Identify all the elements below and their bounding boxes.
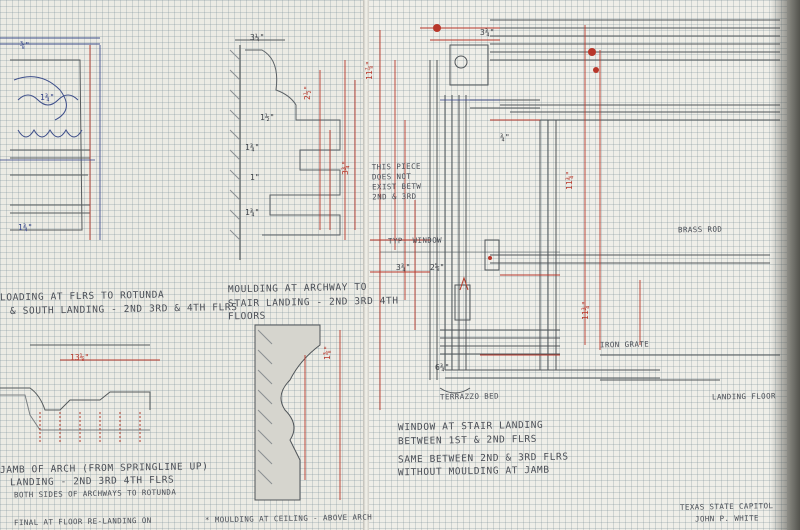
- note-window-at-stair: WINDOW AT STAIR LANDING: [397, 419, 544, 434]
- window-elevation-drawing: [380, 19, 780, 394]
- dim-label: 1¾": [40, 93, 54, 102]
- dim-label: 1¾": [245, 208, 259, 217]
- ceiling-molding-drawing: [254, 324, 321, 501]
- note-this-piece: THIS PIECE DOES NOT EXIST BETW 2ND & 3RD: [371, 161, 422, 202]
- note-landing-floor: LANDING FLOOR: [711, 391, 776, 402]
- left-drawing-sheet: [0, 0, 365, 530]
- cornice-detail-drawing: [0, 37, 100, 231]
- note-terrazzo-bed: TERRAZZO BED: [439, 391, 500, 402]
- dim-label: 6¾": [435, 363, 449, 372]
- note-without-molding: WITHOUT MOULDING AT JAMB: [397, 464, 550, 479]
- dim-label: 11¾": [565, 171, 574, 190]
- dim-label: 1¾": [18, 223, 32, 232]
- note-iron-grate: IRON GRATE: [599, 339, 650, 350]
- dim-label: 1": [250, 173, 260, 182]
- dim-label: 1½": [260, 112, 274, 122]
- dim-label: 3¾": [480, 28, 494, 37]
- dim-label: 1¾": [245, 143, 259, 152]
- photo-edge-shadow: [770, 0, 800, 530]
- dim-label: 13⅛": [70, 353, 89, 362]
- title-block-line-2: JOHN P. WHITE: [694, 513, 759, 524]
- blue-dimension-lines: [0, 45, 500, 240]
- dim-label: 11⅞": [365, 61, 374, 80]
- note-floors: FLOORS: [227, 310, 267, 323]
- dim-label: ¾": [500, 133, 510, 142]
- note-archway-molding: MOULDING AT ARCHWAY TO: [227, 281, 368, 296]
- note-brass-rod: BRASS ROD: [677, 224, 723, 235]
- archway-molding-drawing: [229, 39, 341, 260]
- dim-label: 11¾": [581, 301, 590, 320]
- jamb-profile-drawing: [0, 344, 151, 442]
- dim-label: 2½": [302, 86, 312, 100]
- title-block-line-1: TEXAS STATE CAPITOL: [679, 501, 774, 512]
- note-typ-window: TYP. WINDOW: [387, 235, 443, 246]
- dim-label: 3¾": [396, 263, 410, 272]
- dim-label: 3¾": [341, 161, 350, 175]
- red-marks: [433, 24, 599, 260]
- dim-label: 3¼": [250, 33, 264, 42]
- dim-label: 2⅝": [430, 263, 444, 272]
- sheet-seam: [363, 0, 369, 530]
- dim-label: 1⅜": [323, 346, 332, 360]
- note-between-floors: BETWEEN 1ST & 2ND FLRS: [397, 433, 538, 448]
- dimension-labels: 3¼" 1½" 1¾" 1" 1¾" 2½" 3¾" ⅜" 1¾" 1¾" 13…: [18, 28, 590, 372]
- red-dimension-lines: [60, 25, 641, 500]
- dim-label: ⅜": [20, 41, 30, 50]
